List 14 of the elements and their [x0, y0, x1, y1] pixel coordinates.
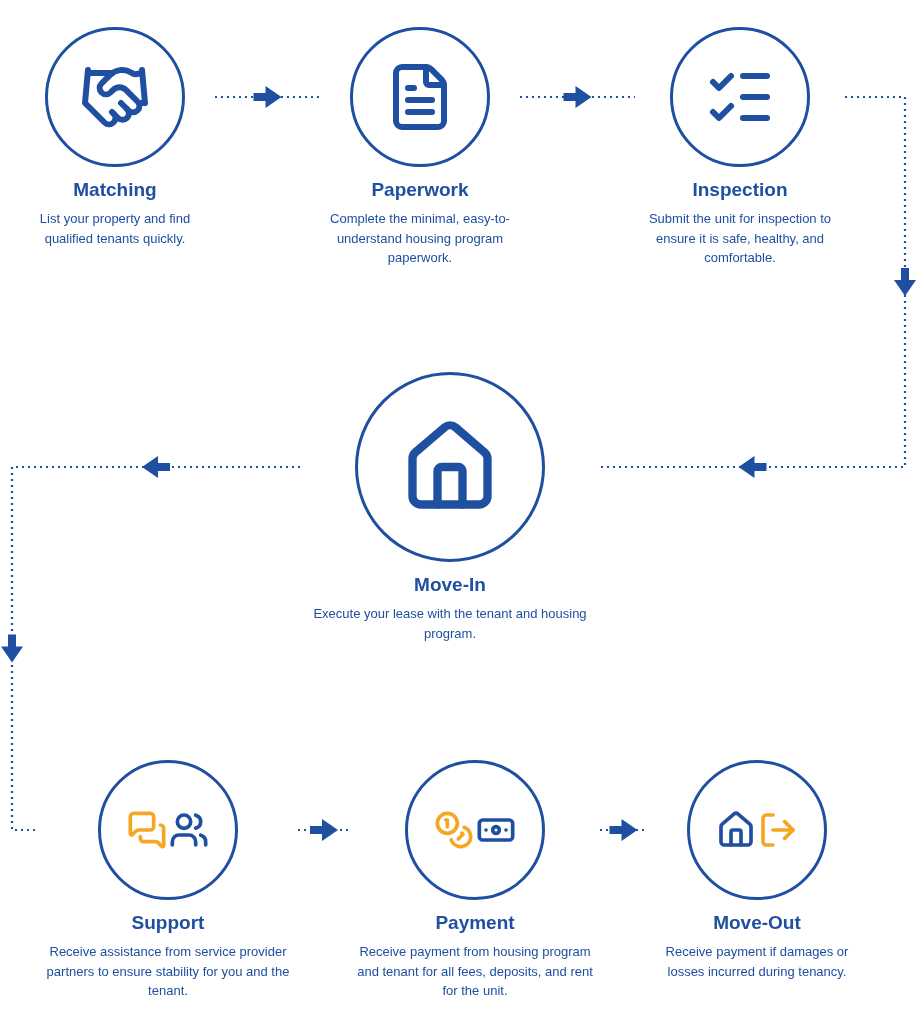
step-title: Payment: [435, 912, 515, 934]
step-title: Move-Out: [713, 912, 801, 934]
step-description: Complete the minimal, easy-to-understand housing program paperwork.: [329, 210, 511, 267]
step-description: Execute your lease with the tenant and housing program.: [312, 605, 588, 643]
step-description: Submit the unit for inspection to ensure it is safe, healthy, and comfortable.: [647, 210, 833, 267]
step-description: Receive payment if damages or losses incurred during tenancy.: [664, 943, 850, 981]
step-title: Support: [131, 912, 205, 934]
step-description: List your property and find qualified tenants quickly.: [38, 210, 192, 248]
step-title: Move-In: [414, 574, 486, 596]
step-description: Receive payment from housing program and tenant for all fees, deposits, and rent for the unit.: [356, 943, 594, 1000]
step-title: Paperwork: [371, 179, 469, 201]
step-title: Inspection: [692, 179, 788, 201]
step-title: Matching: [73, 179, 157, 201]
step-description: Receive assistance from service provider partners to ensure stability for you and the tenant.: [45, 943, 291, 1000]
